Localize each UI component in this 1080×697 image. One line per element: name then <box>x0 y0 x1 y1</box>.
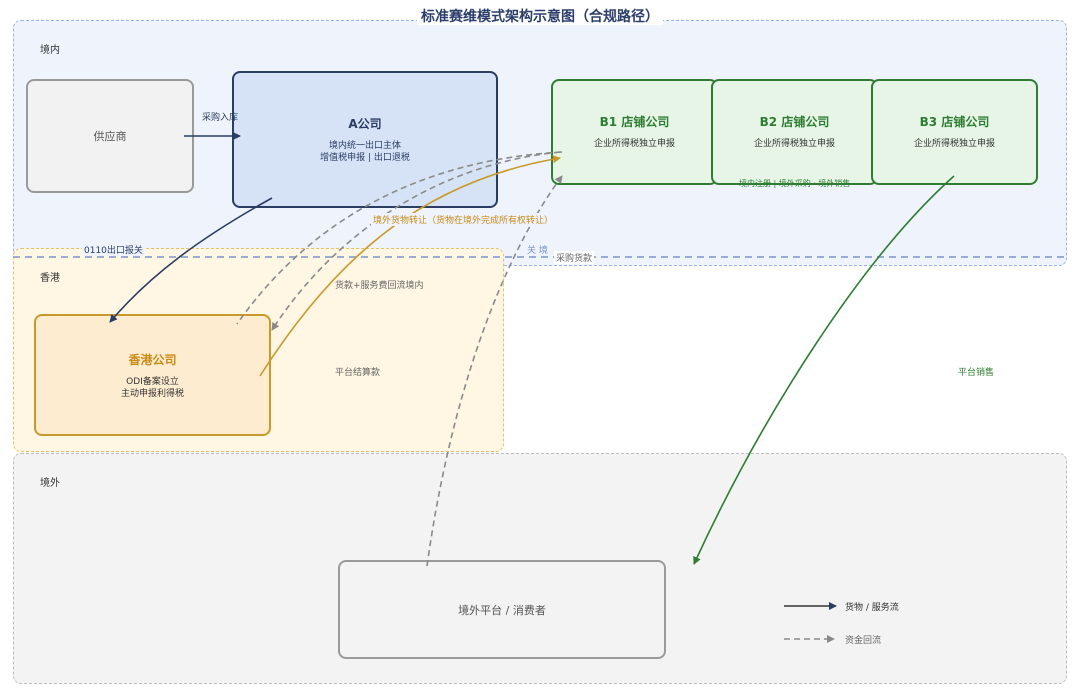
label-overseas-transfer: 境外货物转让（货物在境外完成所有权转让） <box>371 213 556 226</box>
b3-title: B3 店铺公司 <box>919 115 990 129</box>
b1-line: 企业所得税独立申报 <box>593 139 675 149</box>
supplier-node: 供应商 <box>26 79 194 193</box>
b2-company-node: B2 店铺公司 企业所得税独立申报 <box>711 79 878 185</box>
a-company-line-1: 境内统一出口主体 <box>328 141 401 151</box>
hk-company-title: 香港公司 <box>128 352 177 367</box>
hk-company-node: 香港公司 ODI备案设立 主动申报利得税 <box>34 314 271 436</box>
b1-company-node: B1 店铺公司 企业所得税独立申报 <box>551 79 718 185</box>
domestic-zone-label: 境内 <box>40 45 60 56</box>
b3-company-node: B3 店铺公司 企业所得税独立申报 <box>871 79 1038 185</box>
label-purchase-in: 采购入库 <box>202 113 239 123</box>
a-company-line-2: 增值税申报 | 出口退税 <box>320 153 410 163</box>
legend-funds-label: 资金回流 <box>845 636 882 646</box>
label-platform-sales: 平台销售 <box>958 368 995 378</box>
label-export-declare: 0110出口报关 <box>82 243 145 256</box>
hk-company-line-1: ODI备案设立 <box>126 376 179 387</box>
b1-title: B1 店铺公司 <box>599 115 670 129</box>
platform-node: 境外平台 / 消费者 <box>338 560 666 659</box>
label-customs: 关 境 <box>527 246 548 256</box>
label-purchase-payment: 采购货款 <box>554 251 595 264</box>
diagram-title: 标准赛维模式架构示意图（合规路径） <box>0 6 1080 26</box>
legend-goods-label: 货物 / 服务流 <box>845 603 899 613</box>
label-funds-return: 货款+服务费回流境内 <box>335 281 424 291</box>
supplier-title: 供应商 <box>93 130 127 143</box>
hk-company-line-2: 主动申报利得税 <box>120 388 184 399</box>
overseas-zone-label: 境外 <box>40 478 60 489</box>
b3-line: 企业所得税独立申报 <box>913 139 995 149</box>
a-company-title: A公司 <box>348 117 382 131</box>
b2-title: B2 店铺公司 <box>759 115 830 129</box>
diagram-title-text: 标准赛维模式架构示意图（合规路径） <box>417 9 663 25</box>
b2-line: 企业所得税独立申报 <box>753 139 835 149</box>
label-b-note: 境内注册 | 境外采购 · 境外销售 <box>739 179 851 188</box>
label-platform-settlement: 平台结算款 <box>335 368 381 378</box>
hongkong-zone-label: 香港 <box>40 273 60 284</box>
a-company-node: A公司 境内统一出口主体 增值税申报 | 出口退税 <box>232 71 498 208</box>
platform-title: 境外平台 / 消费者 <box>458 603 546 617</box>
